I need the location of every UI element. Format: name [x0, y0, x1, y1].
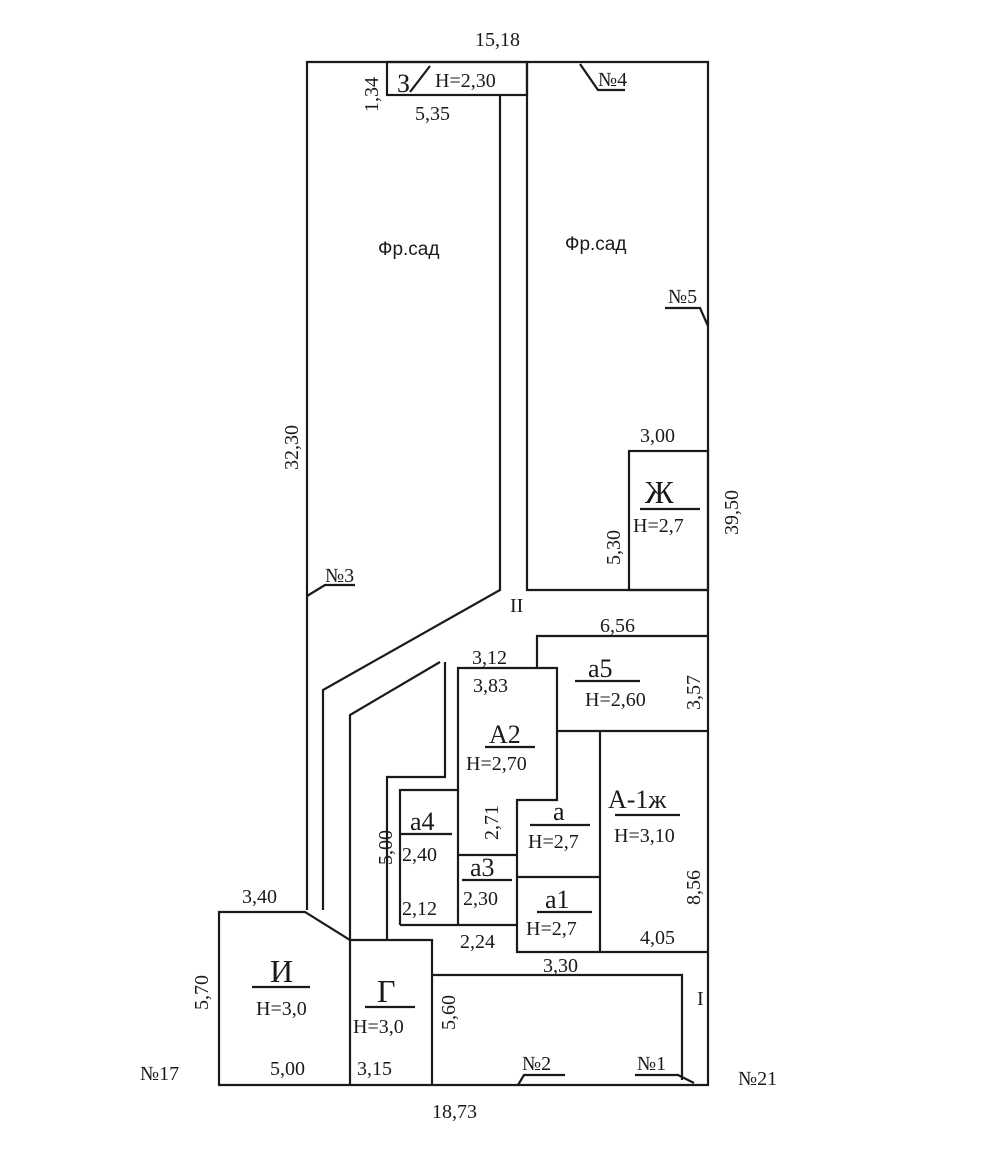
- room-zh-label: Ж: [645, 474, 674, 510]
- room-a1-label: а1: [545, 885, 570, 914]
- room-i-label: И: [270, 953, 293, 989]
- dim-i-top: 3,40: [242, 886, 277, 908]
- dim-a4-bottom: 2,12: [402, 898, 437, 920]
- room-z-height: Н=2,30: [435, 70, 496, 92]
- dim-zh-width: 3,00: [640, 425, 675, 447]
- dim-right: 39,50: [721, 490, 743, 535]
- dim-i-width: 5,00: [270, 1058, 305, 1080]
- room-a-label: а: [553, 797, 565, 826]
- dim-a1zh-width: 4,05: [640, 927, 675, 949]
- yard-i-label: I: [697, 988, 704, 1010]
- point-21: №21: [738, 1068, 777, 1090]
- dim-a5-width: 6,56: [600, 615, 635, 637]
- room-a2-height: Н=2,70: [466, 753, 527, 775]
- dim-z-height: 1,34: [361, 77, 383, 112]
- dim-a4-width: 2,40: [402, 844, 437, 866]
- room-zh-height: Н=2,7: [633, 515, 684, 537]
- room-a1zh-height: Н=3,10: [614, 825, 675, 847]
- point-1: №1: [637, 1053, 666, 1075]
- point-5: №5: [668, 286, 697, 308]
- room-a1-height: Н=2,7: [526, 918, 577, 940]
- point-17: №17: [140, 1063, 179, 1085]
- room-z-label: З: [397, 69, 410, 98]
- room-zh-outline: [627, 449, 710, 592]
- dim-i-height: 5,70: [191, 975, 213, 1010]
- plan-lines: [217, 60, 710, 1087]
- room-a5-height: Н=2,60: [585, 689, 646, 711]
- room-g-height: Н=3,0: [353, 1016, 404, 1038]
- dim-top: 15,18: [475, 29, 520, 51]
- garden-left-label: Фр.сад: [378, 239, 439, 260]
- room-i-height: Н=3,0: [256, 998, 307, 1020]
- room-a5-label: а5: [588, 654, 613, 683]
- point-3: №3: [325, 565, 354, 587]
- dim-a1zh-height: 8,56: [683, 870, 705, 905]
- room-a4-label: а4: [410, 807, 435, 836]
- dim-a4-side: 5,00: [375, 830, 397, 865]
- dim-g-width: 3,15: [357, 1058, 392, 1080]
- dim-g-height: 5,60: [438, 995, 460, 1030]
- dim-left: 32,30: [281, 425, 303, 470]
- dim-a3-bottom: 2,24: [460, 931, 495, 953]
- point-4: №4: [598, 69, 627, 91]
- room-a2-label: А2: [489, 720, 521, 749]
- dim-a5-height: 3,57: [683, 675, 705, 710]
- room-a-height: Н=2,7: [528, 831, 579, 853]
- yard-ii-label: II: [510, 595, 523, 617]
- dim-yard-width: 3,30: [543, 955, 578, 977]
- dim-z-width: 5,35: [415, 103, 450, 125]
- dim-zh-height: 5,30: [603, 530, 625, 565]
- dim-a2-outer: 3,12: [472, 647, 507, 669]
- garden-right-label: Фр.сад: [565, 234, 626, 255]
- dim-a3-width: 2,30: [463, 888, 498, 910]
- room-a1zh-label: А-1ж: [608, 785, 667, 814]
- dim-a2-side: 2,71: [481, 805, 503, 840]
- point-2: №2: [522, 1053, 551, 1075]
- dim-bottom: 18,73: [432, 1101, 477, 1123]
- room-a3-label: а3: [470, 853, 495, 882]
- dim-a2-width: 3,83: [473, 675, 508, 697]
- room-g-label: Г: [377, 973, 396, 1009]
